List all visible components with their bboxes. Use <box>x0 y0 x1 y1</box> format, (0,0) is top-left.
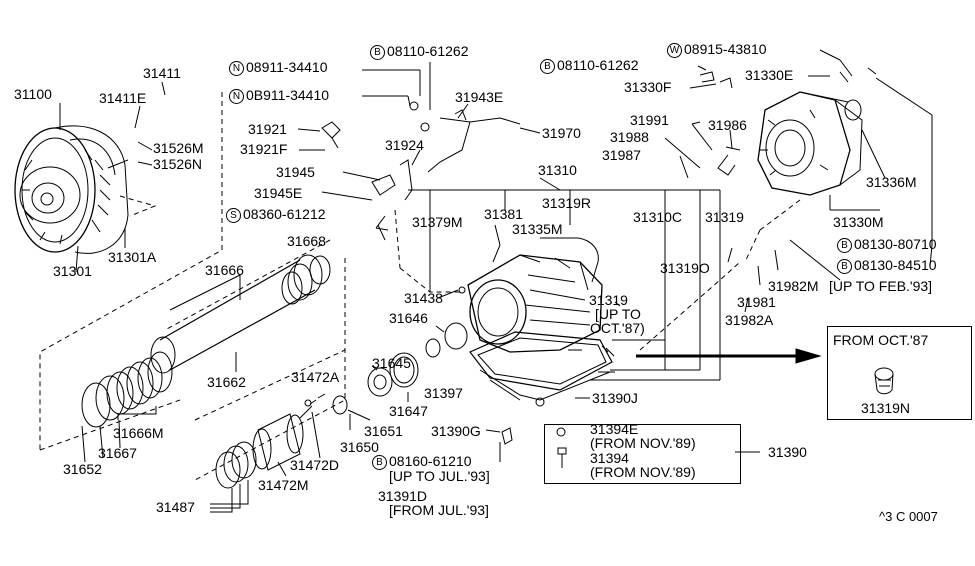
label-31301A: 31301A <box>108 249 157 265</box>
label-31379M: 31379M <box>412 214 463 230</box>
label-31391D: 31391D <box>378 488 428 504</box>
label-31526N: 31526N <box>153 156 203 172</box>
label-oct87: OCT.'87) <box>590 320 645 336</box>
label-31650: 31650 <box>340 439 379 455</box>
label-31666: 31666 <box>205 262 244 278</box>
label-31411: 31411 <box>143 65 181 81</box>
label-up-to: [UP TO <box>595 306 641 322</box>
label-from-nov89-a: (FROM NOV.'89) <box>590 435 696 451</box>
leader-lines <box>59 62 541 273</box>
label-31301: 31301 <box>53 263 92 279</box>
from-oct87-detail-box: FROM OCT.'87 31319N <box>827 326 972 420</box>
from-oct87-title: FROM OCT.'87 <box>833 332 929 348</box>
label-31319R: 31319R <box>542 195 592 211</box>
label-31982M: 31982M <box>768 278 819 294</box>
label-31381: 31381 <box>484 206 523 222</box>
label-31411E: 31411E <box>99 90 147 106</box>
label-31438: 31438 <box>404 290 443 306</box>
label-31970: 31970 <box>542 125 581 141</box>
label-31981: 31981 <box>737 294 776 310</box>
label-31666M: 31666M <box>113 425 164 441</box>
label-31921: 31921 <box>248 121 287 137</box>
date-range-box <box>544 424 741 484</box>
dashed-frames <box>39 92 801 481</box>
pan-bolts-drawing <box>485 301 760 468</box>
label-31472A: 31472A <box>291 369 340 385</box>
label-31394: 31394 <box>590 450 629 466</box>
label-31991: 31991 <box>630 112 669 128</box>
label-31943E: 31943E <box>455 89 504 105</box>
label-31982A: 31982A <box>725 312 774 328</box>
label-31319O: 31319O <box>660 260 710 276</box>
label-31390G: 31390G <box>431 423 481 439</box>
label-31647: 31647 <box>389 403 428 419</box>
servo-drawing <box>210 399 321 513</box>
label-31330F: 31330F <box>624 79 672 95</box>
label-31988: 31988 <box>610 129 649 145</box>
label-31651: 31651 <box>364 423 403 439</box>
label-31397: 31397 <box>424 385 463 401</box>
label-31526M: 31526M <box>153 140 204 156</box>
label-31668: 31668 <box>287 233 326 249</box>
label-31319-a: 31319 <box>705 209 744 225</box>
label-31662: 31662 <box>207 374 246 390</box>
label-31319N: 31319N <box>861 400 911 416</box>
transmission-case-drawing <box>467 224 613 407</box>
label-31336M: 31336M <box>866 174 917 190</box>
label-31945: 31945 <box>276 164 315 180</box>
label-31645: 31645 <box>372 355 411 371</box>
label-up-to-jul93: [UP TO JUL.'93] <box>389 468 490 484</box>
clutch-plates-drawing <box>81 351 173 463</box>
torque-converter-drawing <box>14 125 129 254</box>
drum-assembly-drawing <box>150 254 331 374</box>
label-31945E: 31945E <box>254 185 303 201</box>
label-31330E: 31330E <box>745 67 794 83</box>
label-31487: 31487 <box>156 499 195 515</box>
label-31652: 31652 <box>63 461 102 477</box>
label-31390: 31390 <box>768 444 807 460</box>
label-31924: 31924 <box>385 137 424 153</box>
label-31330M: 31330M <box>833 214 884 230</box>
label-31310: 31310 <box>538 162 577 178</box>
label-31472M: 31472M <box>258 477 309 493</box>
label-31390J: 31390J <box>592 390 638 406</box>
label-31921F: 31921F <box>240 141 288 157</box>
label-31394E: 31394E <box>590 421 639 437</box>
right-leaders <box>664 49 933 313</box>
label-31100: 31100 <box>14 86 52 102</box>
label-from-jul93: [FROM JUL.'93] <box>389 502 489 518</box>
label-31472D: 31472D <box>290 457 340 473</box>
label-31986: 31986 <box>708 117 747 133</box>
arrow-to-detail <box>636 348 822 364</box>
label-31310C: 31310C <box>633 209 683 225</box>
label-31667: 31667 <box>98 445 137 461</box>
footer-code: ^3 C 0007 <box>879 509 938 524</box>
label-31646: 31646 <box>389 310 428 326</box>
linkage-drawing <box>321 101 521 241</box>
label-31987: 31987 <box>602 147 641 163</box>
label-up-to-feb93: [UP TO FEB.'93] <box>829 278 933 294</box>
extension-housing-drawing <box>699 67 877 196</box>
label-31319-b: 31319 <box>589 292 628 308</box>
label-31335M: 31335M <box>512 221 563 237</box>
label-from-nov89-b: (FROM NOV.'89) <box>590 464 696 480</box>
group-brackets <box>408 177 721 381</box>
detail-plug-drawing <box>874 367 894 395</box>
